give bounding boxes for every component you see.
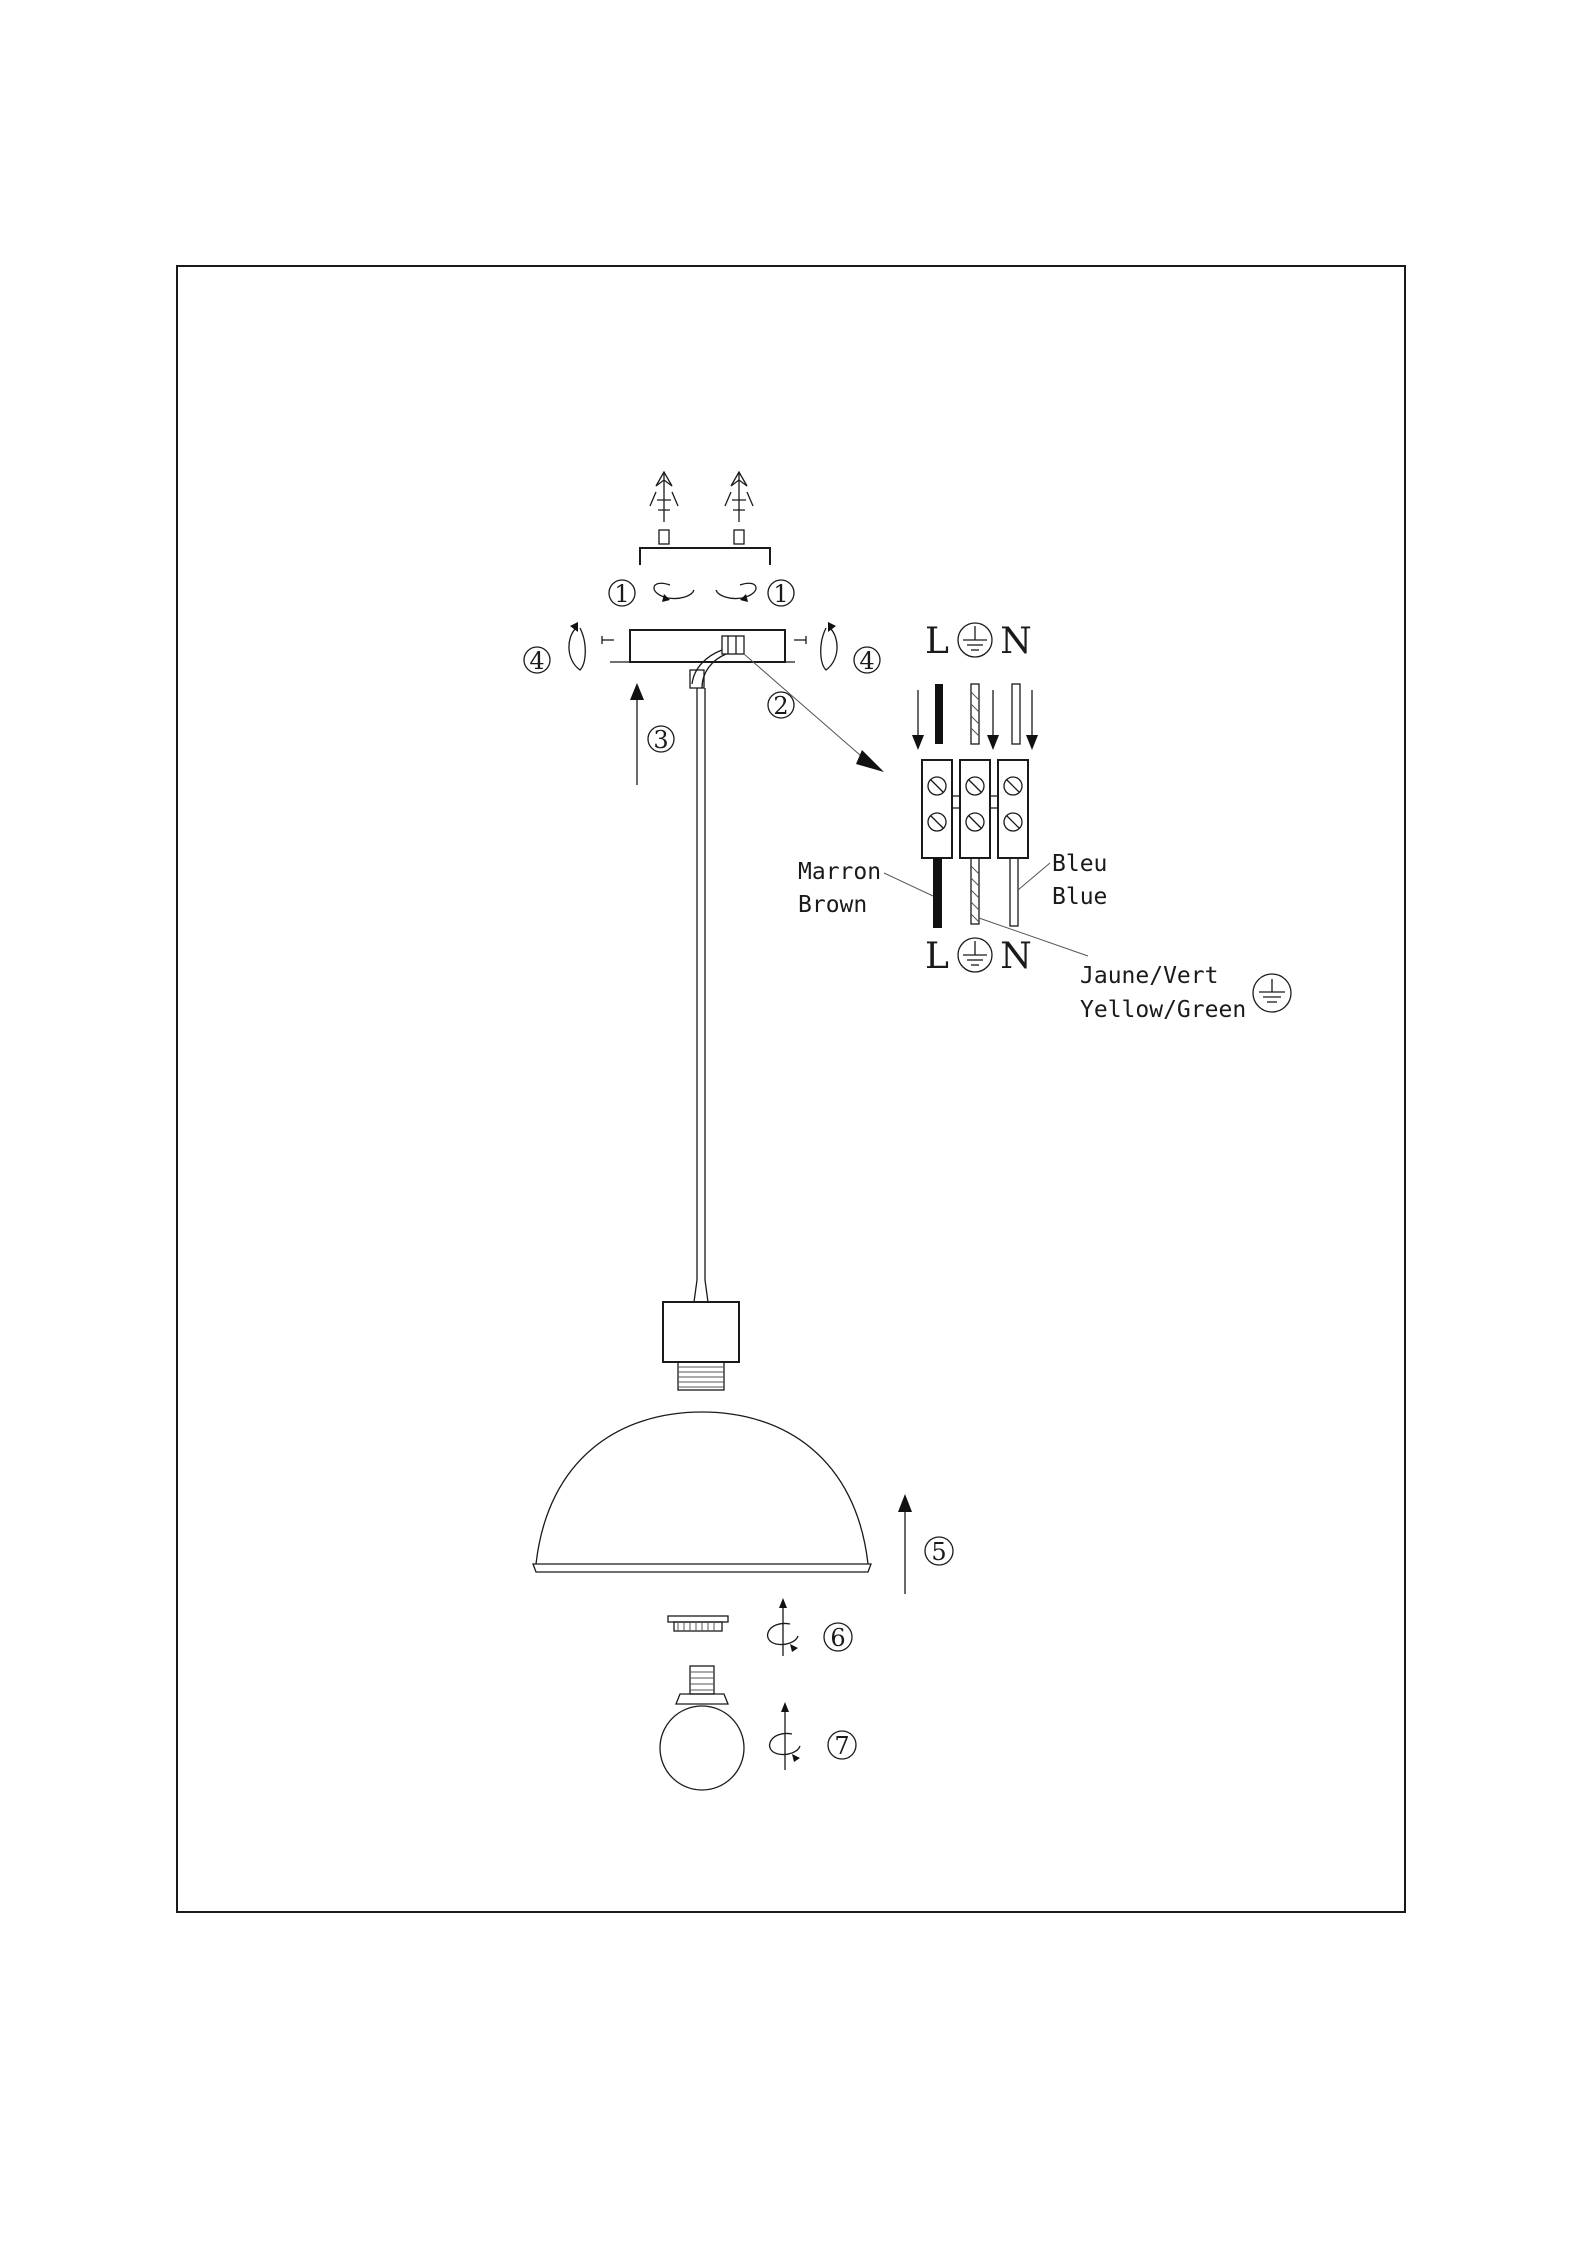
step-2-label: 2 (773, 692, 788, 720)
step-1-marker-left: 1 (609, 580, 635, 608)
rotate-arrow-icon (768, 1598, 798, 1656)
step-1-label: 1 (614, 580, 629, 608)
side-screw-left (602, 636, 614, 644)
arrow-icon (912, 690, 924, 750)
step-4-marker-left: 4 (524, 647, 550, 675)
suspension-cable (694, 688, 708, 1302)
step-6-marker: 6 (824, 1623, 852, 1652)
arrow-icon (987, 690, 999, 750)
earth-ground-icon (1253, 974, 1291, 1012)
blue-en-label: Blue (1052, 884, 1107, 910)
step-4-label: 4 (859, 647, 874, 675)
rotate-arrow-icon (569, 622, 585, 670)
rotate-arrow-icon (770, 1702, 800, 1770)
earth-en-label: Yellow/Green (1080, 997, 1246, 1023)
step-1-label: 1 (773, 580, 788, 608)
terminal-neutral-label: N (1000, 936, 1032, 977)
terminal-block (922, 760, 1028, 858)
step-5-marker: 5 (925, 1537, 953, 1566)
wire-labels: Marron Brown Bleu Blue (798, 851, 1107, 918)
terminal-header: L N (925, 621, 1032, 662)
arrow-icon (630, 683, 644, 785)
mounting-bracket (640, 548, 770, 565)
shade-ring (668, 1616, 728, 1631)
step-1-marker-right: 1 (768, 580, 794, 608)
earth-ground-icon (958, 623, 992, 657)
outgoing-wires (933, 858, 1018, 928)
step-3-label: 3 (653, 726, 668, 754)
terminal-live-label: L (925, 936, 949, 977)
step-7-label: 7 (834, 1732, 849, 1760)
earth-ground-icon (958, 938, 992, 972)
ceiling-canopy (610, 630, 795, 688)
lamp-holder (663, 1302, 739, 1390)
wall-plug-right (725, 472, 753, 544)
arrow-icon (898, 1494, 912, 1594)
step-2-marker: 2 (768, 692, 794, 720)
lamp-shade (533, 1412, 871, 1572)
light-bulb (660, 1666, 744, 1790)
side-screw-right (794, 636, 806, 644)
brown-en-label: Brown (798, 892, 867, 918)
step-7-marker: 7 (828, 1731, 856, 1760)
rotate-arrow-icon (821, 622, 837, 670)
terminal-screws (928, 777, 1022, 831)
arrow-icon (1026, 690, 1038, 750)
blue-fr-label: Bleu (1052, 851, 1107, 877)
rotate-arrow-icon (654, 583, 694, 602)
step-3-marker: 3 (648, 726, 674, 754)
rotate-arrow-icon (716, 583, 756, 602)
step-4-marker-right: 4 (854, 647, 880, 675)
earth-fr-label: Jaune/Vert (1080, 963, 1218, 989)
step-4-label: 4 (529, 647, 544, 675)
terminal-neutral-label: N (1000, 621, 1032, 662)
terminal-footer: L N (925, 936, 1032, 977)
wall-plug-left (650, 472, 678, 544)
terminal-live-label: L (925, 621, 949, 662)
step-5-label: 5 (931, 1538, 946, 1566)
incoming-wires (912, 684, 1038, 750)
brown-fr-label: Marron (798, 859, 881, 885)
step-6-label: 6 (830, 1624, 845, 1652)
